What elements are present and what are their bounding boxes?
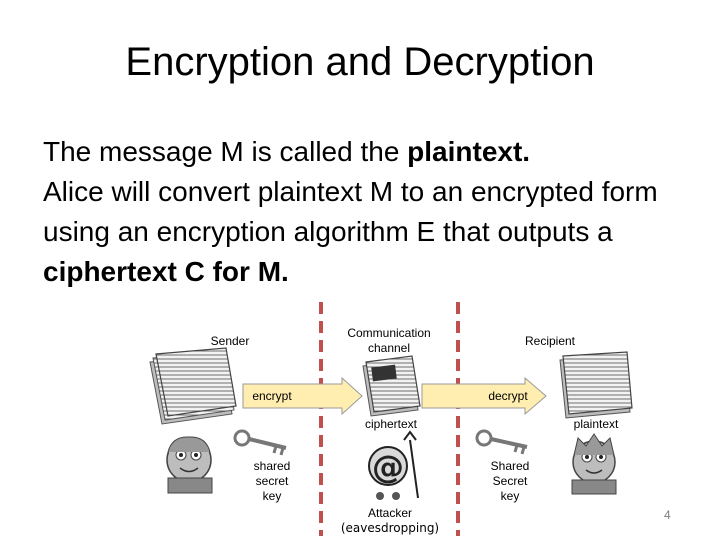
shared-key-left-line-2: secret	[255, 474, 289, 488]
left-key-icon	[233, 429, 287, 456]
decrypt-arrow	[421, 376, 547, 416]
slide-title: Encryption and Decryption	[125, 40, 595, 84]
encrypt-label: encrypt	[252, 389, 292, 403]
plaintext-term: plaintext.	[407, 136, 531, 167]
paragraph-1-text: The message M is called the	[43, 136, 408, 167]
shared-key-left-line-1: shared	[253, 459, 291, 473]
page-number: 4	[664, 508, 671, 522]
ciphertext-term: ciphertext C for M.	[43, 256, 289, 287]
paragraph-1: The message M is called the plaintext.	[43, 132, 683, 172]
svg-text:@: @	[372, 448, 404, 486]
shared-key-left-line-3: key	[262, 489, 282, 503]
attacker-label-line-2: (eavesdropping)	[340, 521, 440, 535]
attacker-label-line-1: Attacker	[367, 506, 412, 520]
paragraph-2: Alice will convert plaintext M to an enc…	[43, 172, 683, 292]
attacker-icon: @	[368, 430, 419, 500]
channel-label-line-2: channel	[367, 341, 411, 355]
recipient-label: Recipient	[524, 334, 576, 348]
right-key-icon	[475, 429, 528, 455]
shared-key-label-left: shared secret key	[246, 459, 298, 504]
ciphertext-label: ciphertext	[364, 417, 418, 431]
shared-key-label-right: Shared Secret key	[484, 459, 536, 504]
channel-label: Communication channel	[333, 326, 445, 356]
bob-avatar-icon	[571, 433, 617, 495]
attacker-label: Attacker (eavesdropping)	[330, 506, 450, 536]
channel-label-line-1: Communication	[347, 326, 431, 340]
sender-document-icon	[149, 347, 237, 425]
recipient-document-icon	[559, 351, 633, 419]
encrypt-arrow	[242, 376, 363, 416]
ciphertext-document-icon	[362, 355, 421, 417]
shared-key-right-line-3: key	[500, 489, 520, 503]
shared-key-right-line-2: Secret	[492, 474, 528, 488]
alice-avatar-icon	[166, 436, 213, 494]
paragraph-2-text: Alice will convert plaintext M to an enc…	[43, 176, 658, 247]
plaintext-label: plaintext	[573, 417, 619, 431]
body-text: The message M is called the plaintext. A…	[43, 132, 683, 292]
decrypt-label: decrypt	[488, 389, 528, 403]
shared-key-right-line-1: Shared	[490, 459, 530, 473]
sender-label: Sender	[210, 334, 250, 348]
